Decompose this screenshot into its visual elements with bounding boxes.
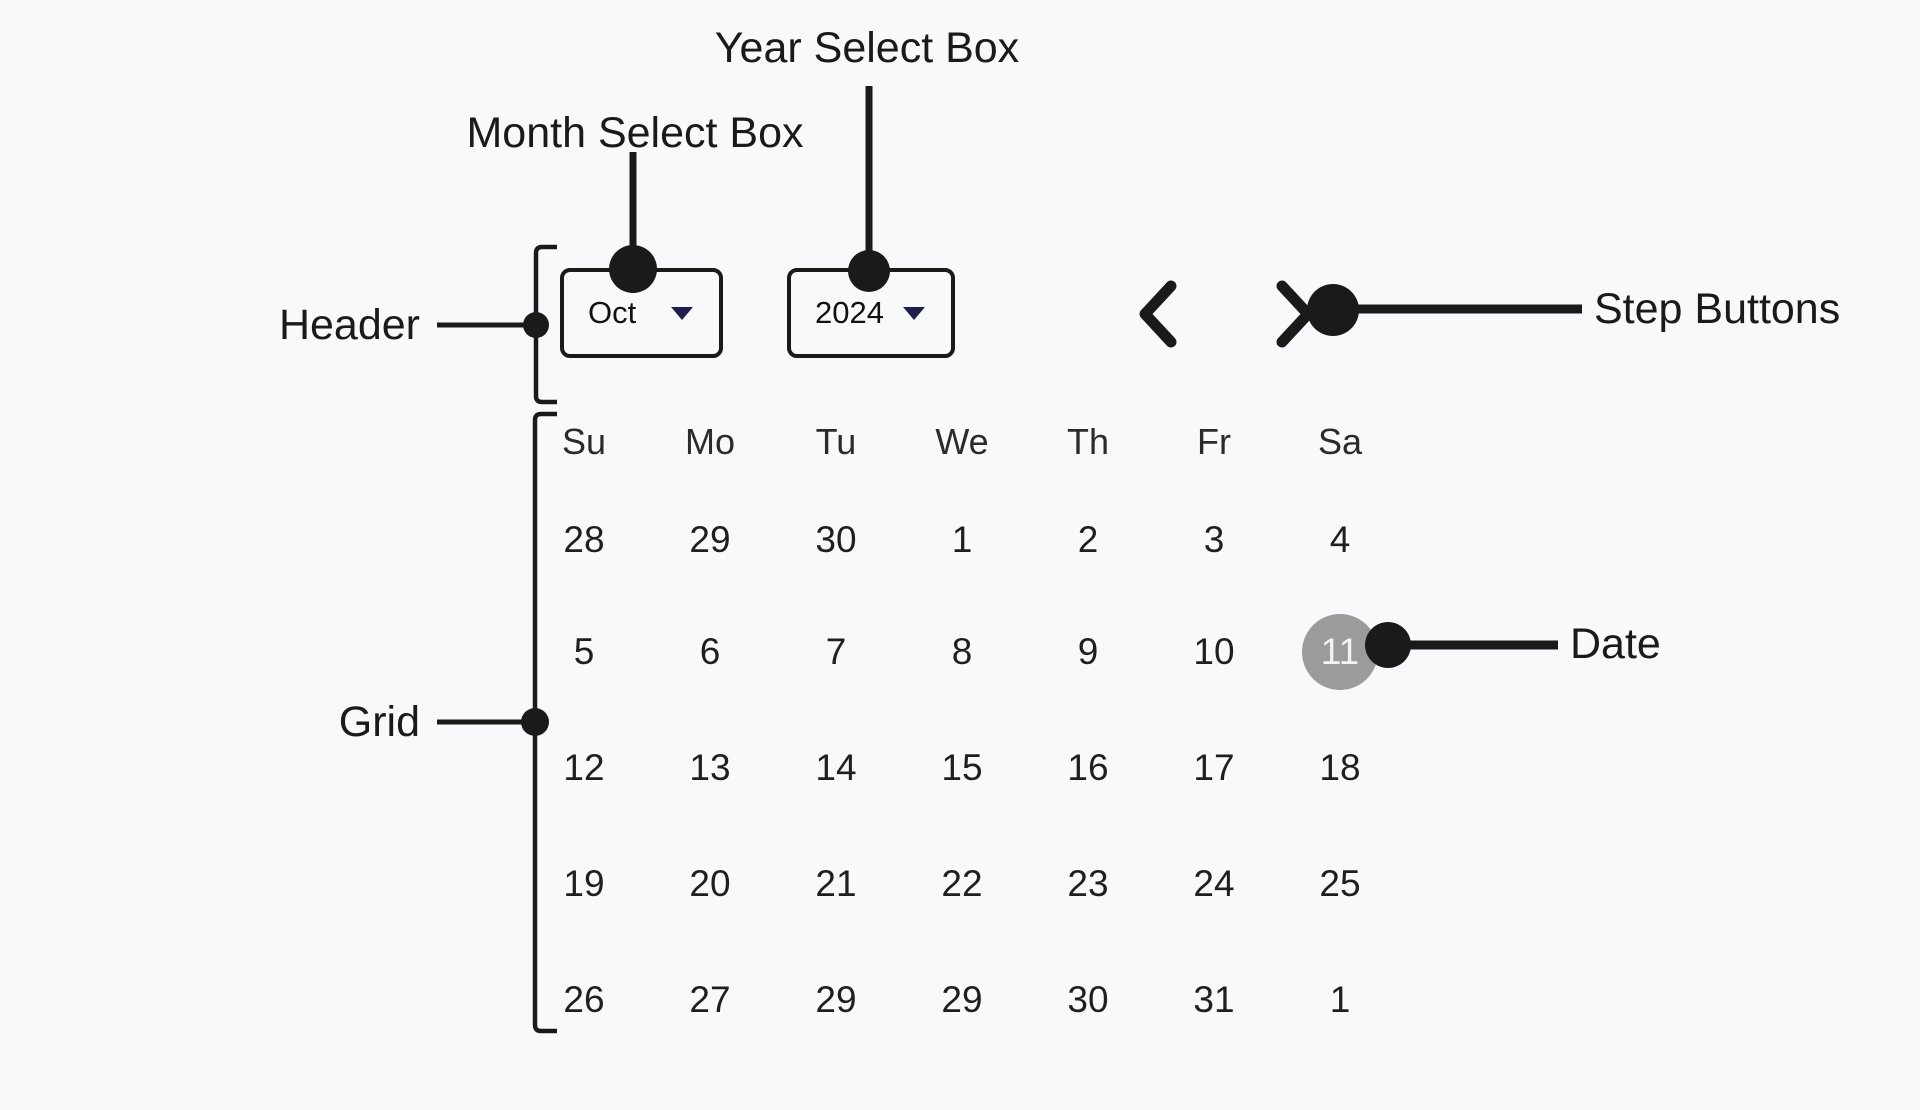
calendar-row: 26 27 29 29 30 31 1 (521, 955, 1403, 1045)
month-select-box[interactable]: Oct (560, 268, 723, 358)
day-cell[interactable]: 30 (1067, 979, 1109, 1020)
step-buttons-annotation: Step Buttons (1594, 285, 1841, 333)
day-header-th: Th (1066, 421, 1109, 462)
month-select-value: Oct (588, 295, 637, 330)
day-cell[interactable]: 13 (689, 747, 731, 788)
day-header-mo: Mo (684, 421, 735, 462)
selected-date-value: 11 (1320, 631, 1360, 672)
day-cell[interactable]: 24 (1193, 863, 1235, 904)
day-cell[interactable]: 29 (689, 519, 731, 560)
header-annotation: Header (278, 301, 420, 349)
calendar-row: 12 13 14 15 16 17 18 (521, 723, 1403, 813)
year-select-box[interactable]: 2024 (787, 268, 955, 358)
day-header-tu: Tu (815, 421, 857, 462)
calendar-row: 19 20 21 22 23 24 25 (521, 839, 1403, 929)
day-cell[interactable]: 31 (1193, 979, 1235, 1020)
selected-date-cell[interactable]: 11 (1277, 607, 1403, 697)
day-cell[interactable]: 28 (563, 519, 605, 560)
day-cell[interactable]: 26 (563, 979, 605, 1020)
day-cell[interactable]: 18 (1319, 747, 1361, 788)
step-buttons-callout-dot (1307, 284, 1359, 336)
day-header-we: We (935, 421, 989, 462)
day-cell[interactable]: 7 (825, 631, 847, 672)
day-cell[interactable]: 25 (1319, 863, 1361, 904)
chevron-right-icon[interactable] (1276, 280, 1314, 348)
grid-annotation: Grid (338, 698, 420, 746)
day-cell[interactable]: 15 (941, 747, 983, 788)
header-bracket (533, 244, 557, 405)
day-cell[interactable]: 1 (951, 519, 973, 560)
day-cell[interactable]: 27 (689, 979, 731, 1020)
day-cell[interactable]: 20 (689, 863, 731, 904)
selected-date-bubble: 11 (1302, 614, 1378, 690)
date-annotation: Date (1570, 620, 1661, 668)
day-cell[interactable]: 9 (1077, 631, 1099, 672)
day-cell[interactable]: 5 (573, 631, 595, 672)
year-select-value: 2024 (815, 295, 884, 330)
year-select-annotation: Year Select Box (714, 24, 1020, 72)
day-cell[interactable]: 1 (1329, 979, 1351, 1020)
day-header-fr: Fr (1197, 421, 1231, 462)
day-cell[interactable]: 30 (815, 519, 857, 560)
chevron-left-icon[interactable] (1139, 280, 1177, 348)
day-cell[interactable]: 4 (1329, 519, 1351, 560)
day-cell[interactable]: 21 (815, 863, 857, 904)
day-cell[interactable]: 3 (1203, 519, 1225, 560)
calendar-row: 28 29 30 1 2 3 4 (521, 495, 1403, 585)
day-cell[interactable]: 29 (941, 979, 983, 1020)
day-cell[interactable]: 10 (1193, 631, 1235, 672)
month-select-annotation: Month Select Box (466, 109, 804, 157)
calendar-row: 5 6 7 8 9 10 11 (521, 607, 1403, 697)
day-cell[interactable]: 29 (815, 979, 857, 1020)
caret-down-icon (903, 306, 925, 320)
day-cell[interactable]: 19 (563, 863, 605, 904)
day-cell[interactable]: 17 (1193, 747, 1235, 788)
day-header-su: Su (561, 421, 607, 462)
day-cell[interactable]: 6 (699, 631, 721, 672)
day-cell[interactable]: 8 (951, 631, 973, 672)
day-cell[interactable]: 22 (941, 863, 983, 904)
day-cell[interactable]: 12 (563, 747, 605, 788)
day-header-sa: Sa (1317, 421, 1363, 462)
day-cell[interactable]: 2 (1077, 519, 1099, 560)
caret-down-icon (671, 306, 693, 320)
day-cell[interactable]: 23 (1067, 863, 1109, 904)
header-callout-dot (523, 312, 549, 338)
day-cell[interactable]: 16 (1067, 747, 1109, 788)
calendar-row: Su Mo Tu We Th Fr Sa (521, 397, 1403, 487)
day-cell[interactable]: 14 (815, 747, 857, 788)
